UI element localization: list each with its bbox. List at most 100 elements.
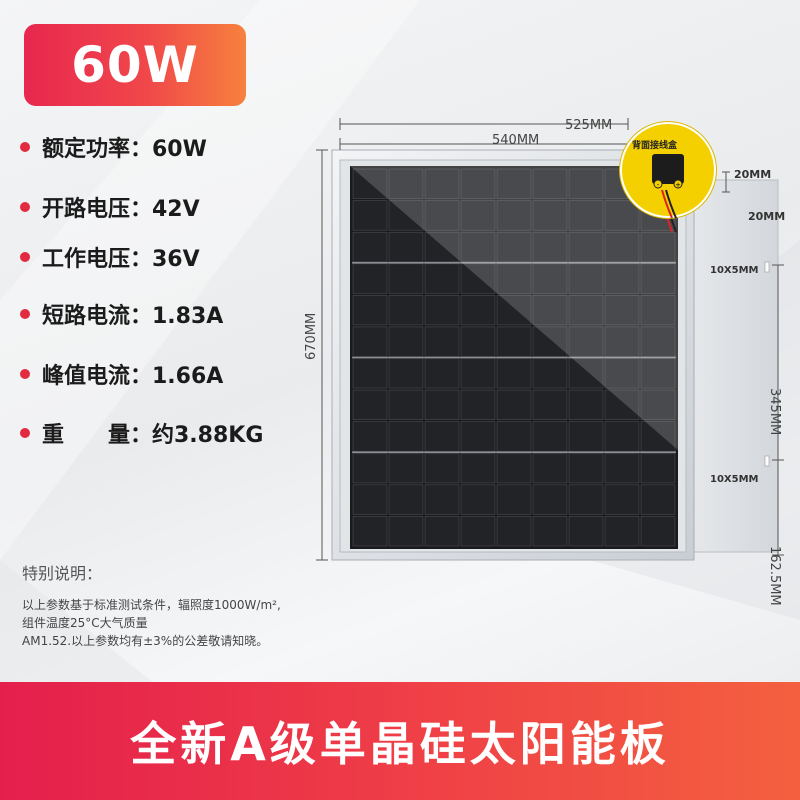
junction-box-callout: - + [620,122,716,219]
solar-cell [460,484,496,515]
solar-cell [640,421,676,452]
solar-cell [568,168,604,199]
spec-short-circuit-current: 短路电流：1.83A [20,297,223,331]
solar-cell [496,200,532,231]
solar-cell [568,452,604,484]
solar-cell [568,516,604,547]
solar-cell [460,358,496,389]
solar-cell [532,168,568,199]
bullet-icon [20,252,30,262]
bullet-icon [20,309,30,319]
spec-peak-current: 峰值电流：1.66A [20,357,223,391]
spec-text: 峰值电流：1.66A [42,364,224,389]
solar-cell [568,484,604,515]
solar-cell [460,452,496,484]
solar-cell [388,168,424,199]
solar-cell [352,516,388,547]
solar-cell [604,231,640,263]
solar-cell [496,326,532,357]
panel-back [689,179,779,553]
solar-cell [388,326,424,357]
solar-cell [604,294,640,326]
bullet-icon [20,428,30,438]
dim-outer-width: 540MM [492,133,540,148]
solar-cell [496,452,532,484]
solar-cell [568,231,604,263]
solar-cell [604,421,640,452]
solar-cell [388,452,424,484]
solar-cell [496,358,532,389]
hole-size-top: 10X5MM [710,265,759,276]
solar-cell [388,231,424,263]
spec-open-circuit-voltage: 开路电压：42V [20,190,200,224]
hole-size-bottom: 10X5MM [710,474,759,485]
notes-line: 以上参数基于标准测试条件，辐照度1000W/m², [22,598,281,612]
panel-cells [350,166,678,549]
solar-cell [604,326,640,357]
solar-cell [424,263,460,294]
dim-inner-width: 525MM [565,118,613,133]
spec-rated-power: 额定功率：60W [20,130,207,164]
solar-cell [532,516,568,547]
solar-cell [496,168,532,199]
solar-cell [460,200,496,231]
solar-cell [352,484,388,515]
solar-cell [460,326,496,357]
solar-cell [532,231,568,263]
solar-cell [352,389,388,421]
solar-cell [496,263,532,294]
solar-cell [460,421,496,452]
solar-cell [352,326,388,357]
solar-cell [388,484,424,515]
solar-cell [568,263,604,294]
solar-cell [424,168,460,199]
solar-cell [424,200,460,231]
junction-box-icon: - + [652,154,684,219]
solar-cell [460,516,496,547]
solar-cell [496,294,532,326]
solar-cell [424,421,460,452]
notes-line: AM1.52.以上参数均有±3%的公差敬请知晓。 [22,634,269,648]
solar-cell [424,231,460,263]
solar-cell [640,358,676,389]
solar-cell [604,389,640,421]
solar-cell [352,452,388,484]
solar-cell [640,452,676,484]
bullet-icon [20,202,30,212]
solar-cell [352,358,388,389]
solar-cell [604,452,640,484]
solar-cell [424,358,460,389]
solar-cell [352,294,388,326]
solar-cell [424,452,460,484]
solar-cell [496,484,532,515]
solar-cell [460,294,496,326]
solar-cell [532,358,568,389]
solar-cell [424,484,460,515]
solar-cell [460,231,496,263]
spec-text: 工作电压：36V [42,247,200,272]
svg-text:+: + [675,181,681,189]
solar-cell [604,263,640,294]
solar-cell [496,421,532,452]
solar-cell [352,421,388,452]
solar-cell [640,294,676,326]
solar-cell [532,389,568,421]
solar-cell [604,516,640,547]
solar-cell [568,326,604,357]
wattage-label: 60W [71,36,199,94]
spec-text: 额定功率：60W [42,137,207,162]
solar-cell [352,168,388,199]
solar-cell [496,516,532,547]
dim-margin-side: 20MM [748,210,786,223]
solar-cell [352,263,388,294]
solar-cell [532,421,568,452]
solar-cell [640,263,676,294]
solar-cell [424,294,460,326]
dim-hole-spacing: 345MM [767,388,782,436]
spec-working-voltage: 工作电压：36V [20,240,200,274]
solar-cell [568,294,604,326]
solar-cell [568,421,604,452]
solar-cell [496,389,532,421]
solar-cell [640,516,676,547]
